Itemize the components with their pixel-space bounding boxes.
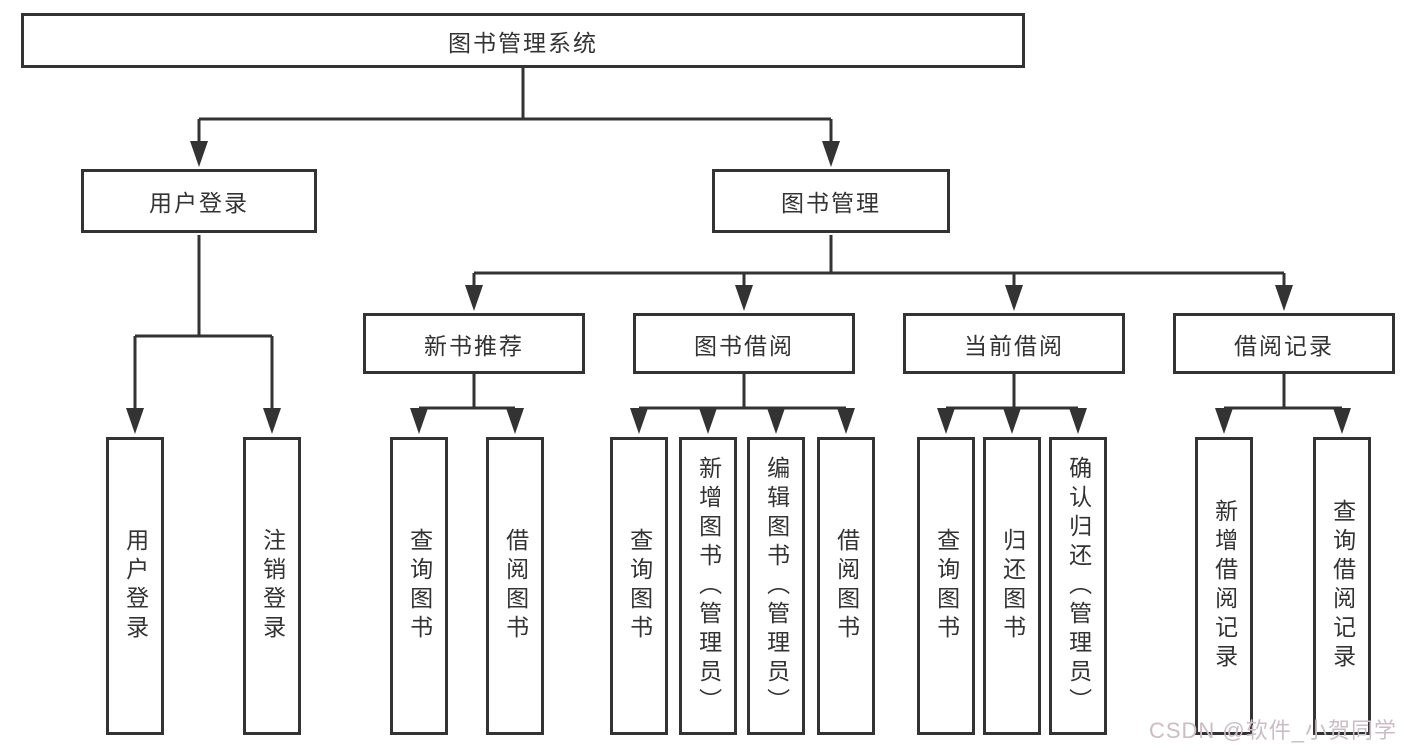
leaf-borrow-books-recommend: 借阅图书 (486, 437, 544, 735)
leaf-query-books-borrowing-label: 查询图书 (626, 528, 653, 644)
arrow-head (1275, 285, 1293, 311)
leaf-logout-label: 注销登录 (259, 528, 286, 644)
leaf-confirm-return-admin-label: 确认归还（管理员） (1065, 455, 1092, 717)
leaf-edit-books-admin: 编辑图书（管理员） (747, 437, 805, 735)
arrow-head (465, 285, 483, 311)
arrow-head (937, 408, 955, 434)
leaf-query-borrow-record-label: 查询借阅记录 (1329, 499, 1356, 673)
leaf-query-books-recommend-label: 查询图书 (406, 528, 433, 644)
arrow-head (1003, 408, 1021, 434)
leaf-add-borrow-record: 新增借阅记录 (1195, 437, 1253, 735)
node-current-borrowing: 当前借阅 (903, 313, 1125, 374)
node-new-book-recommend: 新书推荐 (363, 313, 585, 374)
arrow-head (735, 285, 753, 311)
arrow-head (1005, 285, 1023, 311)
arrow-head (1215, 408, 1233, 434)
arrow-head (410, 408, 428, 434)
node-borrowing-records: 借阅记录 (1173, 313, 1395, 374)
leaf-user-login: 用户登录 (106, 437, 164, 735)
leaf-add-books-admin-label: 新增图书（管理员） (695, 455, 722, 717)
leaf-borrow-books-borrowing: 借阅图书 (817, 437, 875, 735)
leaf-query-books-recommend: 查询图书 (390, 437, 448, 735)
leaf-query-books-current: 查询图书 (917, 437, 975, 735)
leaf-borrow-books-borrowing-label: 借阅图书 (833, 528, 860, 644)
arrow-head (190, 141, 208, 167)
leaf-query-books-borrowing: 查询图书 (610, 437, 668, 735)
arrow-head (506, 408, 524, 434)
arrow-head (822, 141, 840, 167)
leaf-confirm-return-admin: 确认归还（管理员） (1049, 437, 1107, 735)
leaf-return-books: 归还图书 (983, 437, 1041, 735)
leaf-return-books-label: 归还图书 (999, 528, 1026, 644)
arrow-head (126, 408, 144, 434)
arrow-head (1333, 408, 1351, 434)
arrow-head (1069, 408, 1087, 434)
node-book-borrowing: 图书借阅 (633, 313, 855, 374)
arrow-head (837, 408, 855, 434)
arrow-head (630, 408, 648, 434)
node-library-management-system: 图书管理系统 (21, 13, 1025, 68)
leaf-logout: 注销登录 (243, 437, 301, 735)
arrow-head (263, 408, 281, 434)
leaf-add-books-admin: 新增图书（管理员） (679, 437, 737, 735)
leaf-add-borrow-record-label: 新增借阅记录 (1211, 499, 1238, 673)
leaf-borrow-books-recommend-label: 借阅图书 (502, 528, 529, 644)
leaf-edit-books-admin-label: 编辑图书（管理员） (763, 455, 790, 717)
leaf-user-login-label: 用户登录 (122, 528, 149, 644)
node-book-management: 图书管理 (712, 169, 950, 233)
csdn-watermark: CSDN @软件_小贺同学 (1148, 718, 1397, 743)
leaf-query-books-current-label: 查询图书 (933, 528, 960, 644)
leaf-query-borrow-record: 查询借阅记录 (1313, 437, 1371, 735)
arrow-head (767, 408, 785, 434)
node-user-login: 用户登录 (81, 169, 317, 233)
arrow-head (699, 408, 717, 434)
